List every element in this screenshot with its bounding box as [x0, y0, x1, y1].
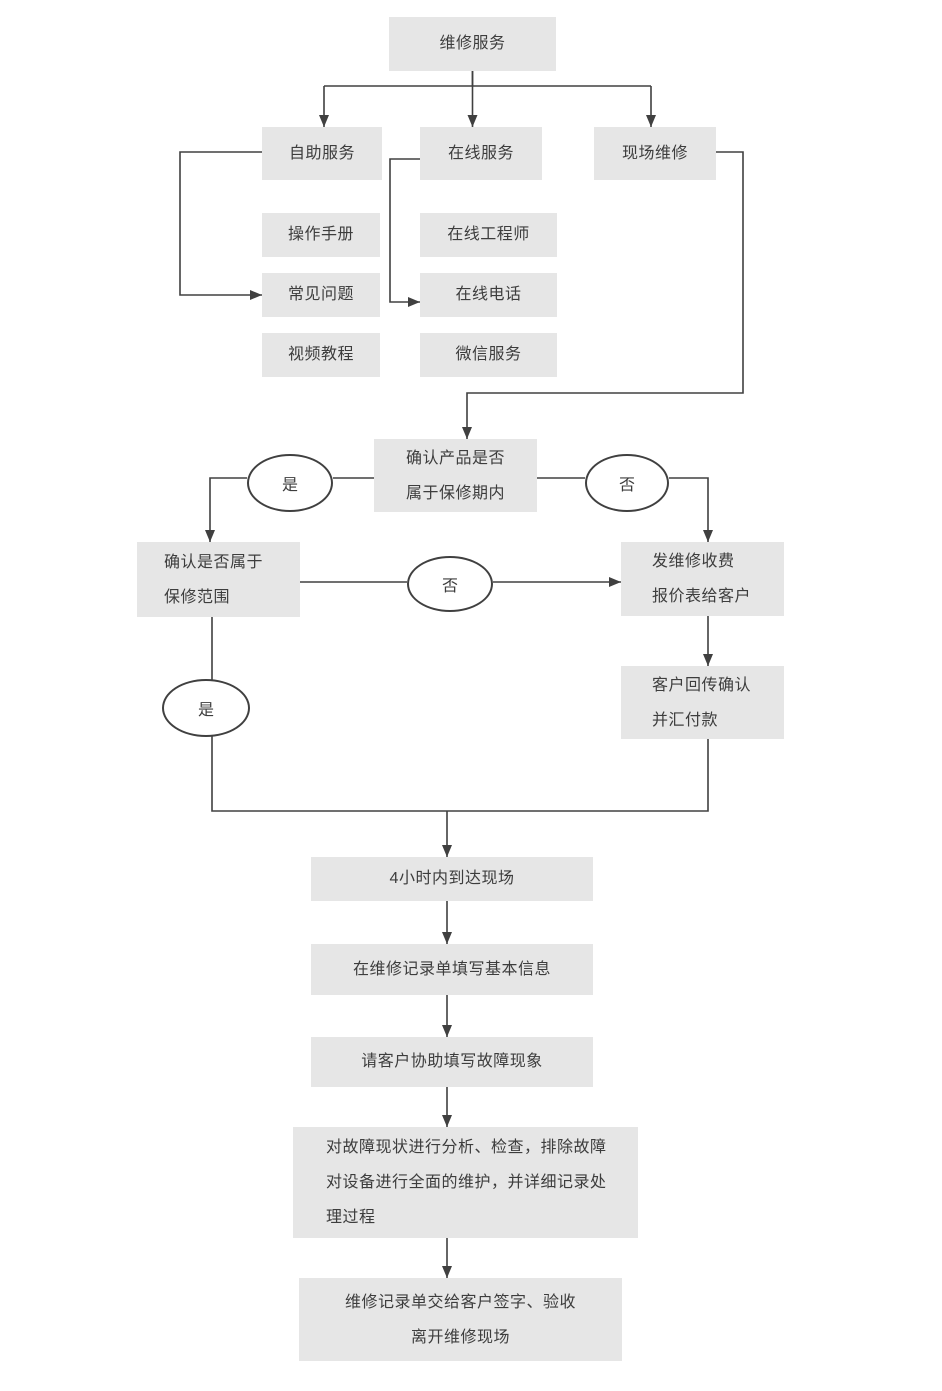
node-analyze-and-maintain-line2: 对设备进行全面的维护，并详细记录处	[326, 1174, 607, 1191]
node-wechat-service: 微信服务	[420, 333, 557, 377]
merge-rails	[211, 617, 709, 812]
arrow-online-service-to-phone	[389, 158, 420, 307]
node-arrive-onsite-4h: 4小时内到达现场	[311, 857, 593, 901]
node-sign-off-and-leave-line2: 离开维修现场	[410, 1328, 510, 1346]
node-online-engineer: 在线工程师	[420, 213, 557, 257]
node-confirm-warranty-period-line1: 确认产品是否	[406, 449, 506, 467]
node-customer-confirm-payment-line1: 客户回传确认	[652, 676, 752, 694]
node-faq: 常见问题	[262, 273, 380, 317]
node-confirm-warranty-period: 确认产品是否 属于保修期内	[374, 439, 537, 512]
node-confirm-warranty-period-line2: 属于保修期内	[406, 484, 506, 502]
arrow-yes-to-confirm-scope	[205, 477, 247, 542]
node-confirm-warranty-scope-line2: 保修范围	[164, 588, 231, 606]
node-online-phone: 在线电话	[420, 273, 557, 317]
node-analyze-and-maintain-line1: 对故障现状进行分析、检查，排除故障	[326, 1139, 607, 1156]
node-onsite-repair: 现场维修	[594, 127, 716, 180]
node-send-quote-line2: 报价表给客户	[652, 588, 752, 605]
decision-yes-warranty-period: 是	[247, 454, 333, 512]
arrow-no-to-send-quote-top	[669, 477, 713, 542]
node-confirm-warranty-scope-line1: 确认是否属于	[164, 553, 264, 571]
node-confirm-warranty-scope: 确认是否属于 保修范围	[137, 542, 300, 617]
node-send-quote: 发维修收费 报价表给客户	[621, 542, 784, 616]
arrow-onsite-to-confirm-period	[462, 151, 744, 439]
decision-yes-warranty-scope: 是	[162, 679, 250, 737]
decision-no-warranty-period: 否	[585, 454, 669, 512]
node-customer-confirm-payment: 客户回传确认 并汇付款	[621, 666, 784, 739]
node-fill-fault-phenomenon: 请客户协助填写故障现象	[311, 1037, 593, 1087]
node-fill-basic-info: 在维修记录单填写基本信息	[311, 944, 593, 995]
node-analyze-and-maintain: 对故障现状进行分析、检查，排除故障 对设备进行全面的维护，并详细记录处 理过程	[293, 1127, 638, 1238]
node-operation-manual: 操作手册	[262, 213, 380, 257]
decision-no-warranty-scope: 否	[407, 556, 493, 612]
node-sign-off-and-leave-line1: 维修记录单交给客户签字、验收	[344, 1293, 576, 1311]
node-online-service: 在线服务	[420, 127, 542, 180]
node-sign-off-and-leave: 维修记录单交给客户签字、验收 离开维修现场	[299, 1278, 622, 1361]
node-analyze-and-maintain-line3: 理过程	[326, 1209, 376, 1226]
branch-top-rail	[324, 71, 651, 87]
node-self-service: 自助服务	[262, 127, 382, 180]
arrow-self-service-to-faq	[179, 151, 262, 300]
node-video-tutorial: 视频教程	[262, 333, 380, 377]
node-repair-service: 维修服务	[389, 17, 556, 71]
node-customer-confirm-payment-line2: 并汇付款	[652, 711, 719, 729]
node-send-quote-line1: 发维修收费	[652, 553, 735, 570]
